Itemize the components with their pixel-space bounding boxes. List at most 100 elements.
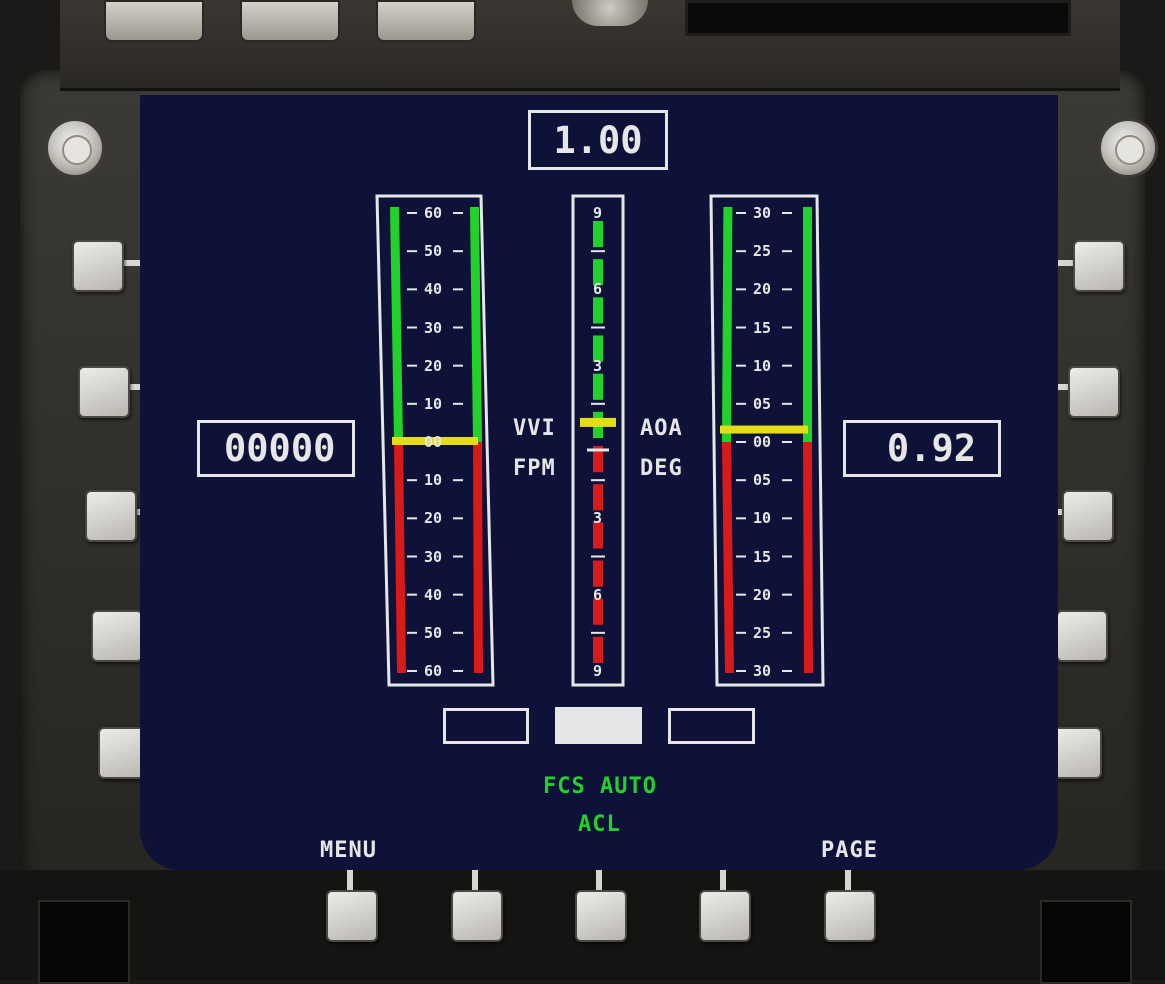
tick-label: 9 [593, 204, 603, 222]
osb-bottom-menu[interactable] [326, 890, 378, 942]
acl-status: ACL [578, 812, 621, 837]
upper-panel-button-1[interactable] [104, 0, 204, 42]
gauge-pointer [720, 425, 808, 434]
top-readout-box: 1.00 [528, 110, 668, 170]
negative-bar-segment [593, 560, 603, 587]
gauge-frame [375, 194, 495, 687]
upper-panel-button-2[interactable] [240, 0, 340, 42]
tick-label: 30 [753, 662, 772, 680]
deg-label: DEG [640, 456, 683, 481]
tick-label: 20 [753, 280, 772, 299]
lower-panel-slot [38, 900, 130, 984]
positive-bar-segment [593, 221, 603, 248]
osb-bottom-3[interactable] [575, 890, 627, 942]
vvi-readout: 00000 [224, 427, 336, 470]
page-label: PAGE [821, 838, 878, 863]
osb-stem [472, 870, 478, 892]
brightness-knob[interactable] [45, 118, 105, 178]
upper-panel-knob[interactable] [572, 0, 648, 26]
osb-left-4[interactable] [91, 610, 143, 662]
upper-panel-button-3[interactable] [376, 0, 476, 42]
tick-label: 40 [424, 585, 443, 604]
osb-right-2[interactable] [1068, 366, 1120, 418]
aoa-readout-box: 0.92 [843, 420, 1001, 477]
tick-label: 50 [424, 242, 443, 261]
positive-bar-left [390, 207, 403, 442]
osb-left-3[interactable] [85, 490, 137, 542]
osb-right-1[interactable] [1073, 240, 1125, 292]
tick-label: 6 [593, 280, 603, 299]
fpm-label: FPM [513, 456, 556, 481]
upper-panel-screen [685, 0, 1071, 36]
positive-bar-segment [593, 259, 603, 286]
upper-panel [60, 0, 1120, 91]
tick-label: 10 [753, 356, 772, 375]
positive-bar-right [803, 207, 812, 442]
menu-label: MENU [320, 838, 377, 863]
tick-label: 20 [753, 585, 772, 604]
tick-label: 30 [753, 204, 772, 222]
fcs-status: FCS AUTO [543, 774, 657, 799]
osb-bottom-4[interactable] [699, 890, 751, 942]
tick-label: 60 [424, 662, 443, 680]
osb-stem [1050, 260, 1078, 266]
negative-bar-segment [593, 484, 603, 511]
osb-right-5[interactable] [1050, 727, 1102, 779]
osb-stem [720, 870, 726, 892]
positive-bar-segment [593, 297, 603, 324]
tick-label: 00 [424, 433, 443, 451]
negative-bar-segment [593, 598, 603, 625]
contrast-knob[interactable] [1098, 118, 1158, 178]
selector-box-right[interactable] [668, 708, 755, 744]
negative-bar-segment [593, 446, 603, 473]
osb-stem [845, 870, 851, 892]
tick-label: 10 [753, 509, 772, 528]
tick-label: 40 [424, 280, 443, 299]
tick-label: 60 [424, 204, 443, 222]
tick-label: 05 [753, 394, 772, 413]
osb-bottom-2[interactable] [451, 890, 503, 942]
vvi-readout-box: 00000 [197, 420, 355, 477]
positive-bar-right [470, 207, 482, 442]
negative-bar-right [803, 442, 813, 673]
tick-label: 15 [753, 547, 772, 566]
gauge-frame [709, 194, 825, 687]
tick-label: 10 [424, 471, 443, 490]
tick-label: 25 [753, 242, 772, 261]
osb-stem [122, 260, 150, 266]
osb-left-1[interactable] [72, 240, 124, 292]
tick-label: 25 [753, 623, 772, 642]
tick-label: 50 [424, 623, 443, 642]
gauge-frame [571, 194, 625, 687]
positive-bar-left [722, 207, 733, 442]
lower-panel-slot [1040, 900, 1132, 984]
negative-bar-right [473, 442, 483, 673]
tick-label: 10 [424, 394, 443, 413]
vvi-label: VVI [513, 416, 556, 441]
gauge-pointer [580, 417, 616, 427]
gauge-pointer [392, 437, 478, 445]
negative-bar-left [394, 442, 406, 673]
osb-stem [596, 870, 602, 892]
positive-bar-segment [593, 335, 603, 362]
negative-bar-segment [593, 522, 603, 549]
tick-label: 15 [753, 318, 772, 337]
osb-stem [347, 870, 353, 892]
negative-bar-segment [593, 636, 603, 663]
tick-label: 3 [593, 509, 603, 528]
tick-label: 30 [424, 318, 443, 337]
negative-bar-left [722, 442, 734, 673]
tick-label: 00 [753, 433, 772, 451]
osb-bottom-page[interactable] [824, 890, 876, 942]
tick-label: 9 [593, 662, 603, 680]
tick-label: 05 [753, 471, 772, 490]
selector-box-center[interactable] [555, 707, 642, 744]
osb-stem [1045, 384, 1071, 390]
tick-label: 3 [593, 356, 603, 375]
tick-label: 20 [424, 509, 443, 528]
osb-left-2[interactable] [78, 366, 130, 418]
aoa-label: AOA [640, 416, 683, 441]
osb-right-3[interactable] [1062, 490, 1114, 542]
selector-box-left[interactable] [443, 708, 529, 744]
osb-right-4[interactable] [1056, 610, 1108, 662]
